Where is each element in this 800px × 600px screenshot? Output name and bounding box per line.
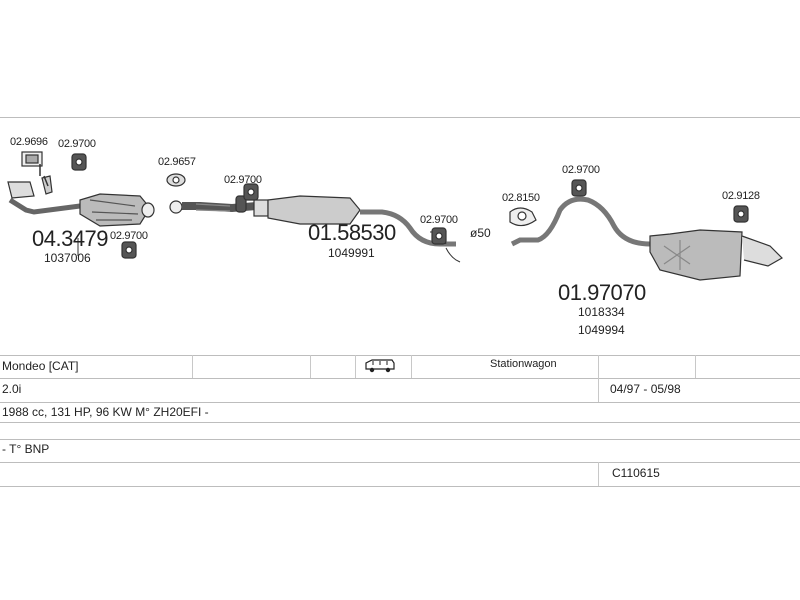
part-label: 02.9128 <box>722 190 760 202</box>
rear-pipe-muffler <box>509 179 783 281</box>
front-pipe-catalyst <box>7 175 155 227</box>
main-part-ref-middle: 1049991 <box>328 246 375 260</box>
main-part-code-middle: 01.58530 <box>308 220 396 245</box>
part-label: 02.9700 <box>110 230 148 242</box>
main-part-ref-front: 1037006 <box>44 251 91 265</box>
part-label: 02.9657 <box>158 156 196 168</box>
main-part-code-front: 04.3479 <box>32 226 109 251</box>
part-label: 02.9700 <box>562 164 600 176</box>
model-cell: Mondeo [CAT] <box>2 359 79 373</box>
part-label: 02.9696 <box>10 136 48 148</box>
part-label: 02.9700 <box>420 214 458 226</box>
station-wagon-icon <box>364 357 396 376</box>
years-cell: 04/97 - 05/98 <box>610 382 681 396</box>
main-part-ref-rear: 1018334 <box>578 305 625 319</box>
body-type-cell: Stationwagon <box>490 358 557 370</box>
part-label: 02.9700 <box>58 138 96 150</box>
main-part-code-rear: 01.97070 <box>558 280 646 305</box>
diameter-label: ø50 <box>470 226 491 240</box>
engine-cell: 2.0i <box>2 382 22 396</box>
part-label: 02.9700 <box>224 174 262 186</box>
exhaust-drawing <box>7 151 783 281</box>
diagram-top-border <box>0 117 800 118</box>
middle-pipe-section <box>169 195 461 263</box>
catalog-code-cell: C110615 <box>612 466 660 480</box>
type-note-cell: - T° BNP <box>2 442 50 456</box>
part-label: 02.8150 <box>502 192 540 204</box>
spec-cell: 1988 cc, 131 HP, 96 KW M° ZH20EFI - <box>2 405 209 419</box>
main-part-ref-rear: 1049994 <box>578 323 625 337</box>
